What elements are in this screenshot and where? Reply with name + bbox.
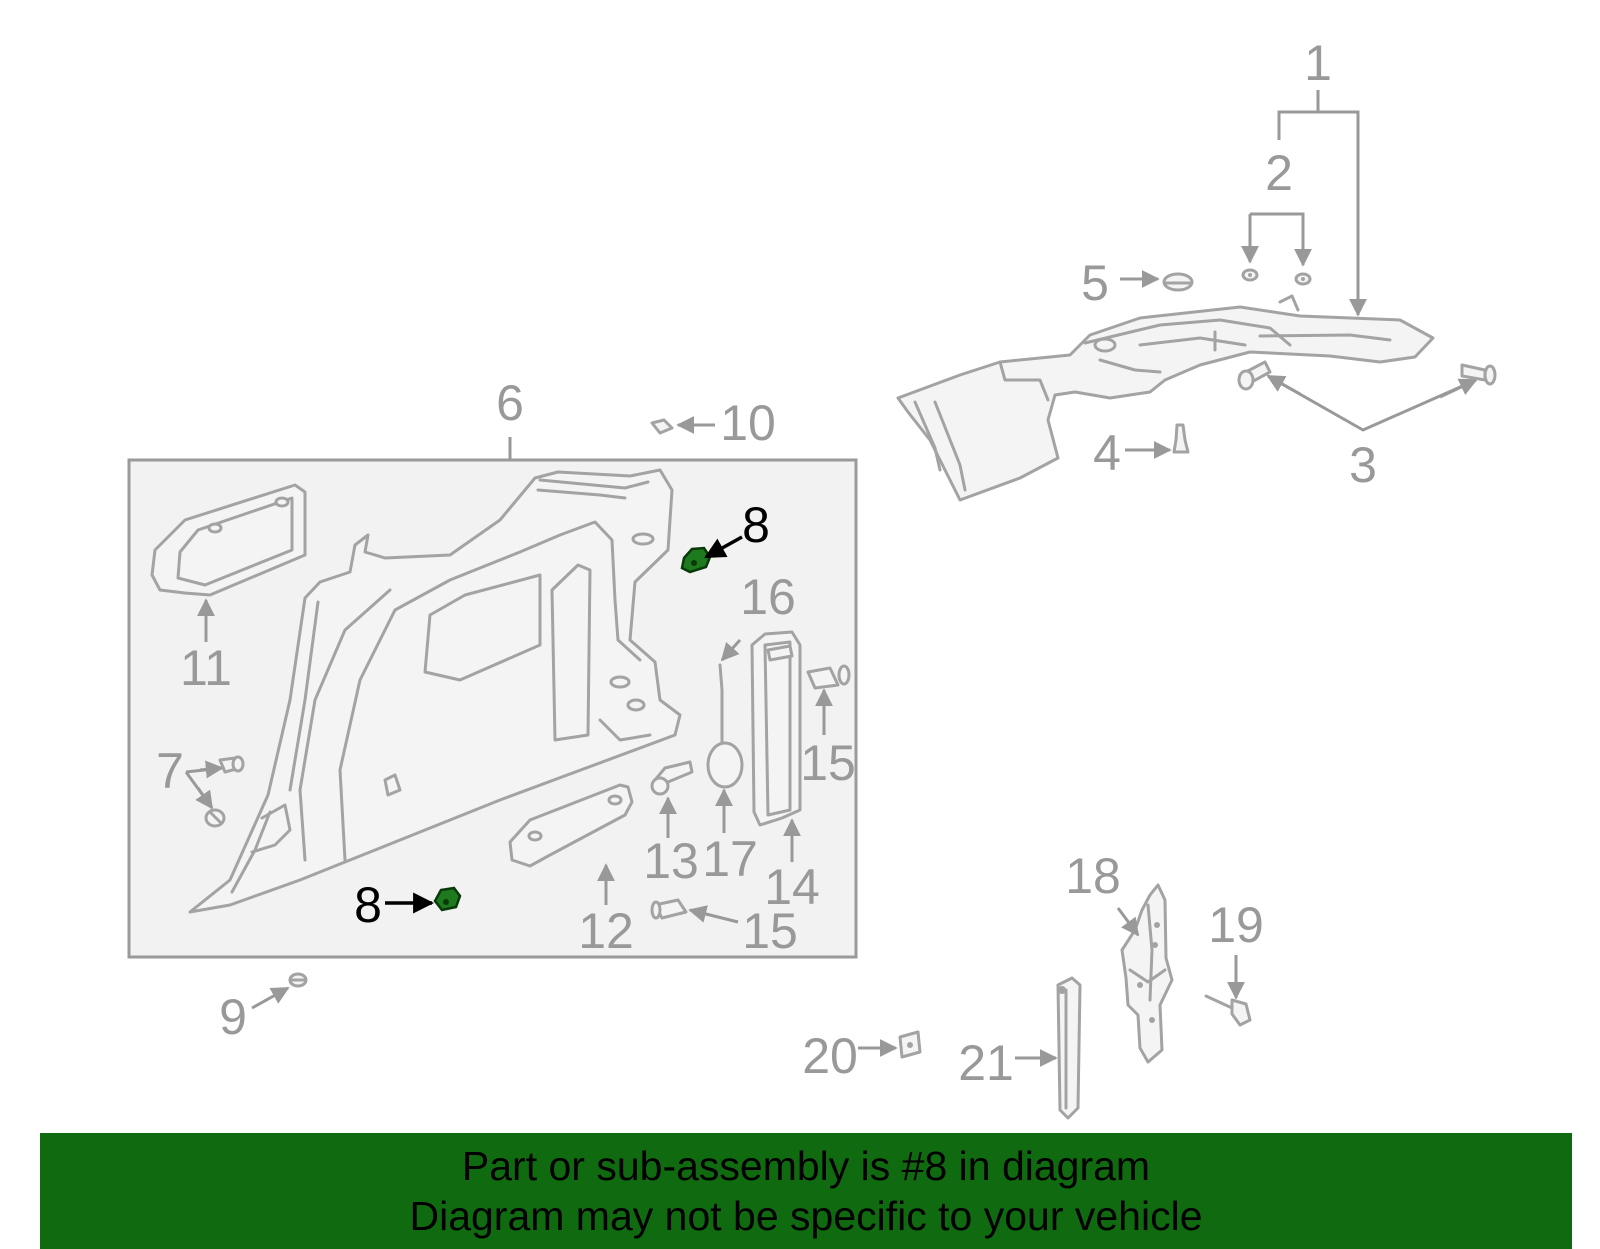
part-10-clip bbox=[650, 418, 674, 435]
leader-18 bbox=[1116, 907, 1140, 937]
part-7-clip-upper bbox=[218, 755, 245, 774]
upper-trim-panel bbox=[896, 294, 1435, 502]
part-12-cover bbox=[508, 783, 634, 868]
callout-4: 4 bbox=[1093, 425, 1121, 481]
banner-line-part-info: Part or sub-assembly is #8 in diagram bbox=[461, 1143, 1151, 1189]
callout-1: 1 bbox=[1304, 35, 1332, 91]
part-2-nut-right bbox=[1294, 272, 1312, 286]
leader-2 bbox=[1248, 212, 1305, 240]
callout-7: 7 bbox=[156, 743, 184, 799]
callout-20: 20 bbox=[802, 1028, 858, 1084]
leader-16 bbox=[720, 638, 742, 662]
callout-14: 14 bbox=[764, 859, 820, 915]
part-15-clip-lower bbox=[650, 898, 688, 920]
callout-15-lower: 15 bbox=[742, 903, 798, 959]
part-20-nut bbox=[898, 1030, 922, 1059]
part-13-clip bbox=[650, 760, 694, 796]
part-19-screw bbox=[1204, 994, 1252, 1027]
part-14-panel bbox=[750, 630, 802, 827]
callout-21: 21 bbox=[958, 1035, 1014, 1091]
part-9-clip bbox=[288, 972, 308, 988]
callout-2: 2 bbox=[1265, 145, 1293, 201]
callout-5: 5 bbox=[1081, 255, 1109, 311]
callout-17: 17 bbox=[702, 831, 758, 887]
leader-1 bbox=[1277, 90, 1360, 308]
info-banner: Part or sub-assembly is #8 in diagram Di… bbox=[40, 1133, 1572, 1249]
leader-9 bbox=[251, 986, 290, 1010]
leader-15-lower bbox=[688, 905, 739, 924]
callout-6: 6 bbox=[496, 375, 524, 431]
leader-8-upper bbox=[704, 535, 743, 559]
part-15-clip-upper bbox=[806, 664, 851, 690]
part-4-pin bbox=[1172, 423, 1190, 454]
callout-12: 12 bbox=[578, 903, 634, 959]
part-16-wire bbox=[718, 663, 724, 762]
part-8-clip-lower[interactable] bbox=[433, 886, 462, 912]
banner-line-disclaimer: Diagram may not be specific to your vehi… bbox=[409, 1193, 1203, 1239]
callout-13: 13 bbox=[643, 833, 699, 889]
part-18-bracket bbox=[1120, 883, 1174, 1064]
callout-16: 16 bbox=[740, 569, 796, 625]
callout-19: 19 bbox=[1208, 897, 1264, 953]
callout-10: 10 bbox=[720, 395, 776, 451]
part-7-clip-lower bbox=[204, 808, 226, 828]
callout-9: 9 bbox=[219, 989, 247, 1045]
callout-15-upper: 15 bbox=[800, 735, 856, 791]
part-6-quarter-trim bbox=[188, 468, 682, 914]
callout-8-upper[interactable]: 8 bbox=[742, 497, 770, 553]
callout-11: 11 bbox=[180, 640, 232, 696]
part-11-cover bbox=[150, 483, 307, 597]
callout-8-lower[interactable]: 8 bbox=[354, 877, 382, 933]
callout-18: 18 bbox=[1065, 848, 1121, 904]
part-2-nut-left bbox=[1241, 268, 1259, 282]
part-5-clip bbox=[1162, 272, 1194, 292]
part-17-grommet bbox=[706, 741, 744, 789]
part-3-rivet-left bbox=[1237, 360, 1272, 391]
part-3-rivet-right bbox=[1460, 363, 1497, 386]
part-8-clip-upper[interactable] bbox=[680, 546, 712, 574]
part-21-strip bbox=[1056, 976, 1082, 1120]
callout-3: 3 bbox=[1349, 437, 1377, 493]
leader-3 bbox=[1267, 374, 1477, 432]
